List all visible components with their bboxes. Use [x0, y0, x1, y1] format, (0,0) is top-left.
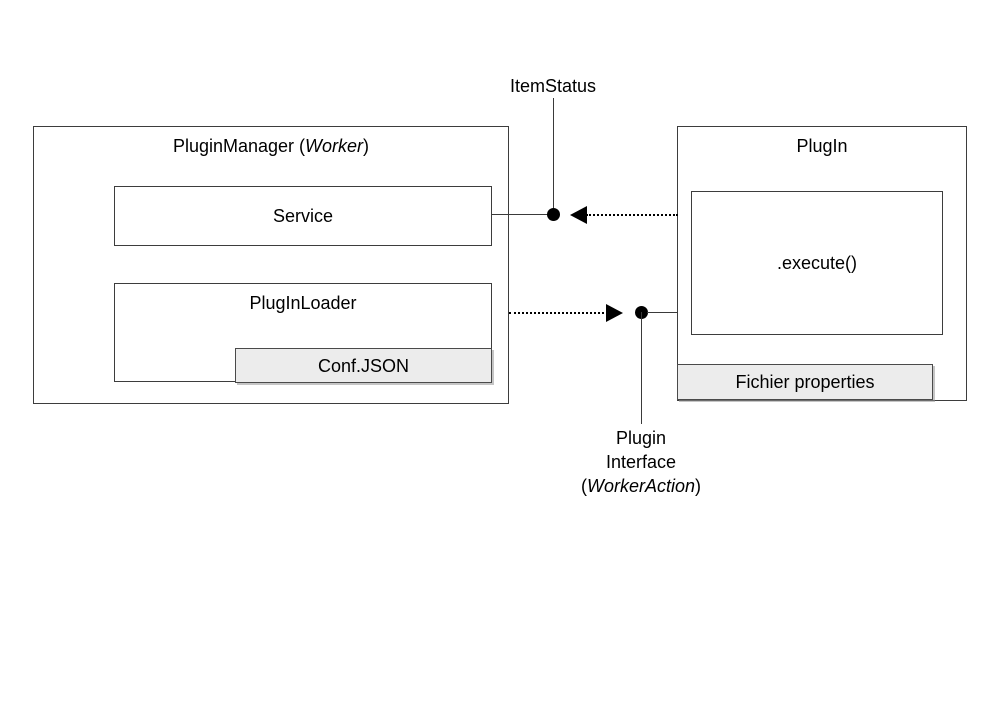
execute-label: .execute()	[776, 253, 858, 273]
item-status-label-text: ItemStatus	[509, 76, 597, 96]
plugin-interface-worker-action: WorkerAction	[586, 476, 696, 496]
plugin-interface-dotted-line	[509, 312, 620, 314]
item-status-label: ItemStatus	[453, 74, 653, 98]
plugin-loader-label: PlugInLoader	[249, 293, 357, 313]
plugin-interface-label-line1: Plugin	[615, 428, 667, 448]
item-status-junction-ball	[547, 208, 560, 221]
plugin-interface-label: Plugin Interface (WorkerAction)	[541, 426, 741, 498]
plugin-interface-leader-line	[641, 312, 642, 424]
plugin-interface-paren-close: )	[695, 476, 702, 496]
conf-json-label: Conf.JSON	[317, 355, 410, 376]
plugin-manager-title-close: )	[363, 136, 370, 156]
item-status-stub-line	[492, 214, 554, 215]
plugin-manager-title-main: PluginManager (	[172, 136, 306, 156]
item-status-dotted-line	[586, 214, 678, 216]
service-box[interactable]: Service	[114, 186, 492, 246]
plugin-title: PlugIn	[796, 136, 848, 156]
plugin-interface-label-line2: Interface	[605, 452, 677, 472]
properties-file-box[interactable]: Fichier properties	[677, 364, 933, 400]
service-label: Service	[272, 206, 334, 226]
plugin-manager-title-italic: Worker	[305, 136, 364, 156]
conf-json-box[interactable]: Conf.JSON	[235, 348, 492, 383]
plugin-manager-title: PluginManager (Worker)	[34, 135, 508, 157]
item-status-arrowhead-icon	[570, 206, 587, 224]
properties-file-label: Fichier properties	[735, 372, 875, 392]
plugin-interface-arrowhead-icon	[606, 304, 623, 322]
execute-box[interactable]: .execute()	[691, 191, 943, 335]
plugin-interface-stub-line	[647, 312, 678, 313]
plugin-interface-paren-open: (	[580, 476, 587, 496]
plugin-interface-label-line3: (WorkerAction)	[541, 474, 741, 498]
item-status-leader-line	[553, 98, 554, 215]
